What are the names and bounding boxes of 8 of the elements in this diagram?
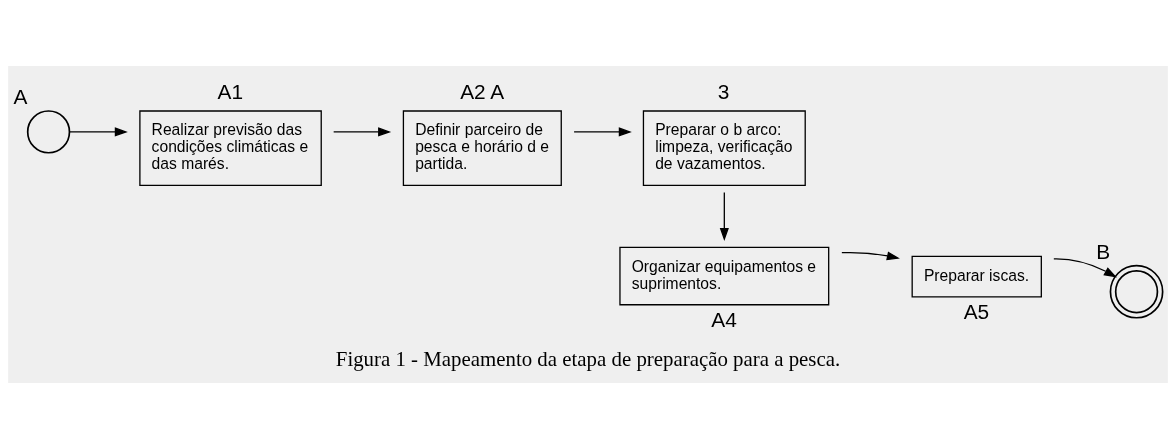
node-label: B bbox=[1096, 239, 1111, 263]
node-label: A4 bbox=[711, 307, 737, 331]
node-label: A bbox=[13, 84, 28, 108]
node-label: A2 A bbox=[460, 79, 505, 103]
caption: Figura 1 - Mapeamento da etapa de preparação para a pesca. bbox=[335, 346, 841, 371]
node-label: A1 bbox=[217, 79, 244, 103]
node-label: A5 bbox=[963, 299, 990, 323]
node-label: 3 bbox=[717, 79, 730, 103]
